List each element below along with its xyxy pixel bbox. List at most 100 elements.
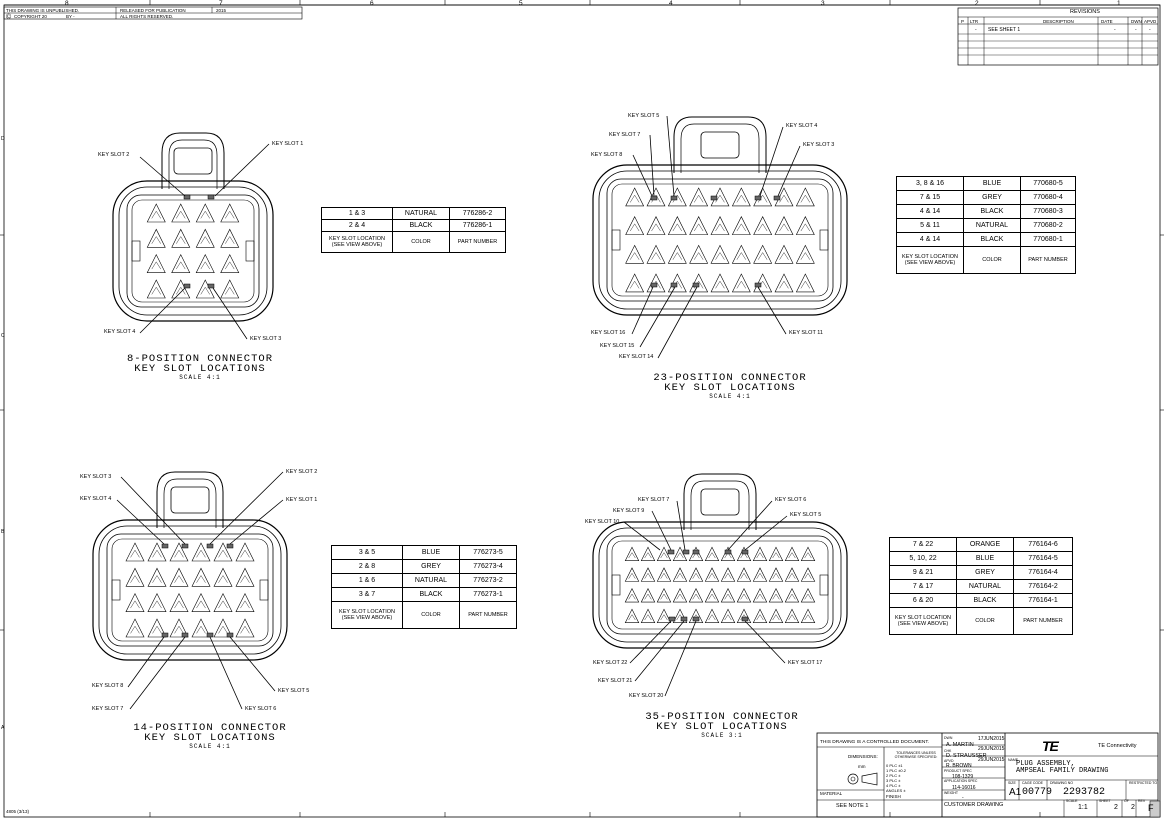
pin-cavity-detail	[694, 252, 704, 260]
c1-inner-shell	[118, 186, 268, 316]
tol-4: 4 PLC ±	[886, 783, 901, 788]
leader-line	[139, 287, 186, 334]
appr-label: APVD	[944, 759, 954, 763]
c3-key-slot	[226, 543, 234, 549]
pin-cavity	[171, 253, 191, 273]
c4-key-slot-9-label: KEY SLOT 9	[613, 508, 645, 514]
c4-scale: SCALE 3:1	[701, 732, 743, 739]
pin-cavity-detail	[779, 252, 789, 260]
pin-cavity	[171, 203, 191, 223]
c4-key-slot	[667, 549, 675, 555]
leader-line	[631, 286, 654, 335]
c4-key-slot	[680, 616, 688, 622]
pin-cavity-detail	[174, 549, 184, 558]
c3-insert-inner	[111, 538, 269, 642]
pin-cavity-detail	[151, 286, 161, 295]
c3-key-slot	[161, 632, 169, 638]
pin-cavity-detail	[708, 572, 716, 579]
pin-cavity-detail	[200, 210, 210, 219]
pin-cavity-detail	[644, 614, 652, 621]
sheet-value: 2	[1114, 804, 1118, 811]
pin-cavity	[220, 279, 240, 299]
c1-key-slot	[183, 283, 191, 289]
pin-cavity	[784, 567, 800, 582]
pin-cavity	[768, 608, 784, 624]
c3-key-slot-8-label: KEY SLOT 8	[92, 683, 124, 689]
drawing-no-label: DRAWING NO	[1050, 781, 1074, 785]
rev-apvd: -	[1149, 27, 1151, 33]
pin-cavity	[704, 567, 720, 582]
pin-cavity	[213, 618, 233, 638]
pin-cavity-detail	[800, 280, 810, 289]
pin-cavity-detail	[130, 600, 140, 609]
c3-key-slot-3-label: KEY SLOT 3	[80, 474, 112, 480]
pin-cavity	[784, 546, 800, 562]
zone-2: 2	[975, 0, 979, 7]
pin-cavity	[736, 608, 752, 624]
pin-cavity	[752, 608, 768, 624]
leader-line	[209, 636, 243, 710]
leader-line	[229, 636, 276, 692]
pin-cavity-detail	[779, 194, 789, 203]
c3-side-key	[259, 579, 269, 601]
pin-cavity-detail	[644, 552, 652, 559]
leader-line	[139, 156, 186, 197]
product-spec-label: PRODUCT SPEC	[944, 769, 972, 773]
pin-cavity	[688, 546, 704, 562]
pin-cavity	[646, 244, 666, 264]
unpublished-note: THIS DRAWING IS UNPUBLISHED.	[6, 8, 80, 13]
dwn-label: DWN	[944, 736, 953, 740]
pin-cavity-detail	[736, 194, 746, 203]
c2-key-slot-3-label: KEY SLOT 3	[803, 142, 835, 148]
c3-latch-inner	[163, 478, 217, 528]
leader-line	[664, 620, 697, 697]
pin-cavity	[753, 216, 773, 235]
c2-insert	[606, 178, 834, 302]
pin-cavity	[688, 567, 704, 582]
tol-3: 3 PLC ±	[886, 778, 901, 783]
rev-hdr-date: DATE	[1101, 18, 1113, 24]
pin-cavity-detail	[779, 223, 789, 232]
c3-title: 14-POSITION CONNECTOR KEY SLOT LOCATIONS…	[120, 723, 300, 750]
size-label: SIZE	[1008, 781, 1016, 785]
pin-cavity-detail	[708, 593, 716, 600]
pin-cavity	[720, 567, 736, 582]
c2-key-slot	[670, 195, 678, 201]
c4-side-key	[819, 574, 829, 596]
rev-label: REV	[1138, 799, 1146, 803]
of-value: 2	[1131, 804, 1135, 811]
pin-cavity-detail	[225, 210, 235, 219]
c1-key-slot-3-label: KEY SLOT 3	[250, 336, 282, 342]
pin-cavity	[624, 608, 640, 624]
c2-insert-inner	[611, 183, 829, 297]
pin-cavity-detail	[644, 593, 652, 600]
c2-key-slot	[754, 195, 762, 201]
pin-cavity	[672, 608, 688, 624]
c1-title-line2: KEY SLOT LOCATIONS	[134, 363, 266, 375]
c4-latch	[683, 473, 757, 530]
rev-hdr-ltr: LTR	[970, 18, 979, 24]
chk-name: D. STRAUSSER	[946, 753, 987, 759]
leader-line	[757, 286, 787, 335]
c2-key-slot	[710, 195, 718, 201]
pin-cavity	[731, 273, 751, 293]
drawing-name-1: PLUG ASSEMBLY,	[1016, 760, 1075, 768]
copyright-symbol: ©	[6, 13, 12, 21]
application-spec-label: APPLICATION SPEC	[944, 779, 978, 783]
pin-cavity	[624, 546, 640, 562]
c3-outer-shell	[92, 519, 288, 661]
c3-key-slot	[181, 543, 189, 549]
pin-cavity	[800, 546, 816, 562]
zone-A: A	[1, 725, 5, 731]
size-value: A1	[1009, 787, 1022, 798]
leader-line	[214, 143, 270, 197]
c2-key-slot-11-label: KEY SLOT 11	[789, 330, 823, 336]
rev-hdr-desc: DESCRIPTION	[1043, 18, 1074, 24]
